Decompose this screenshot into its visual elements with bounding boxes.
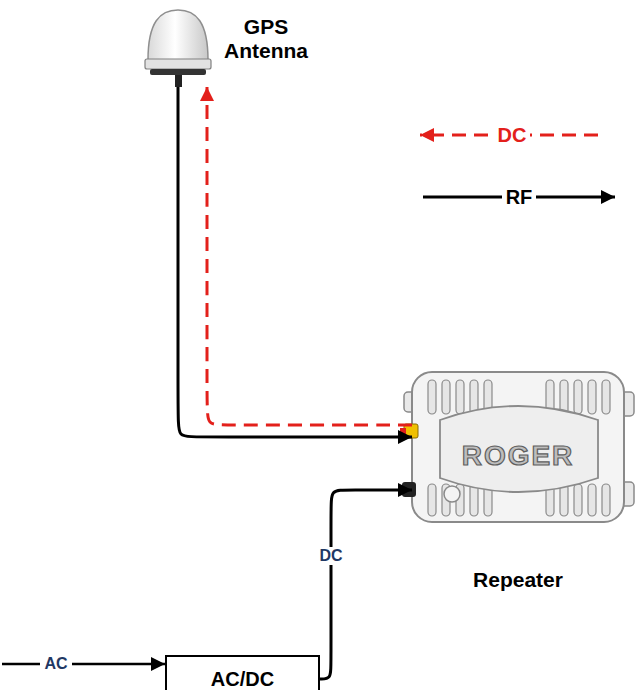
edge-label: DC bbox=[315, 547, 346, 565]
fin bbox=[560, 380, 568, 414]
fin bbox=[574, 380, 582, 414]
fin bbox=[574, 484, 582, 516]
power-adapter-box: AC/DC bbox=[165, 655, 320, 690]
node-label: AC/DC bbox=[211, 668, 274, 690]
antenna-drawing bbox=[145, 10, 211, 87]
node-label: Repeater bbox=[412, 568, 624, 592]
mount-hole bbox=[444, 486, 460, 502]
dc-feed bbox=[207, 87, 412, 425]
fin bbox=[442, 380, 450, 414]
antenna-base bbox=[145, 59, 211, 69]
brand-mark: ROGER bbox=[412, 440, 624, 472]
antenna-dome bbox=[148, 10, 208, 60]
antenna-rim bbox=[150, 69, 206, 75]
fin bbox=[456, 380, 464, 414]
ac-input-wire bbox=[2, 663, 165, 666]
repeater: ROGERRepeater bbox=[412, 372, 624, 522]
fin bbox=[428, 380, 436, 414]
gps-antenna: GPS Antenna bbox=[140, 5, 216, 87]
fin bbox=[588, 380, 596, 414]
repeater-body bbox=[412, 372, 624, 522]
fin bbox=[470, 380, 478, 414]
repeater-drawing bbox=[400, 372, 634, 522]
fin bbox=[602, 380, 610, 414]
connector-collar bbox=[400, 428, 406, 434]
fin bbox=[602, 484, 610, 516]
signal-label: AC bbox=[40, 655, 71, 673]
rf-cable bbox=[178, 87, 412, 437]
legend-label: RF bbox=[502, 186, 537, 209]
fin bbox=[588, 484, 596, 516]
fin bbox=[428, 484, 436, 516]
antenna-stem bbox=[175, 75, 182, 87]
dc-cable bbox=[320, 490, 412, 679]
legend-label: DC bbox=[494, 124, 531, 147]
node-label: GPS Antenna bbox=[224, 15, 308, 63]
